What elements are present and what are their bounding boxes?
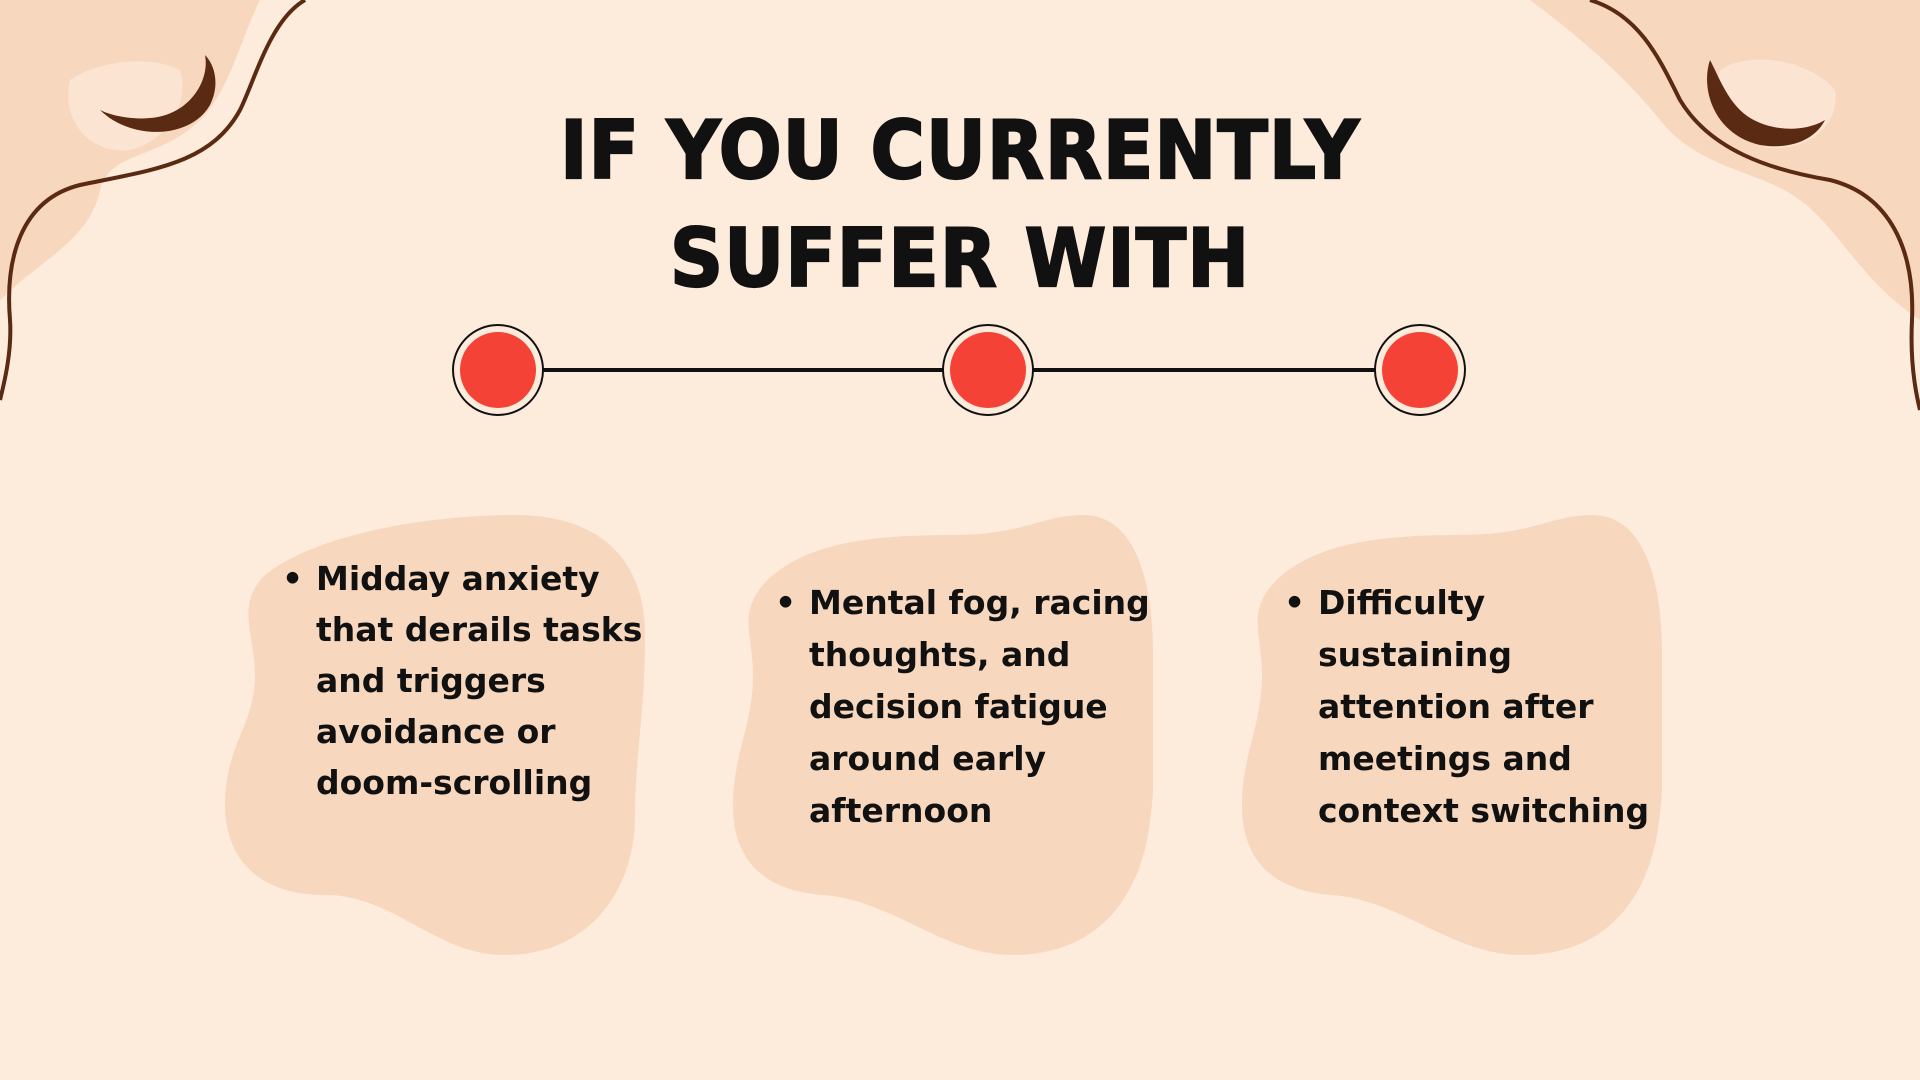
symptom-list-1: Midday anxiety that derails tasks and tr… — [280, 553, 646, 808]
top-right-swirl-line — [1589, 0, 1920, 411]
top-left-crescent — [100, 55, 216, 132]
symptom-list-3: Difficulty sustaining attention after me… — [1282, 577, 1663, 837]
list-item: Midday anxiety that derails tasks and tr… — [282, 553, 646, 808]
symptom-card-2: Mental fog, racing thoughts, and decisio… — [733, 515, 1153, 955]
title-line-2: SUFFER WITH — [669, 211, 1251, 306]
title-line-1: IF YOU CURRENTLY — [559, 103, 1361, 198]
page-title: IF YOU CURRENTLY SUFFER WITH — [460, 97, 1460, 313]
top-right-blob — [1530, 0, 1920, 320]
symptom-list-2: Mental fog, racing thoughts, and decisio… — [773, 577, 1154, 837]
top-left-swirl-line — [0, 0, 307, 401]
top-right-crescent — [1707, 60, 1825, 147]
symptom-card-3: Difficulty sustaining attention after me… — [1242, 515, 1662, 955]
list-item: Difficulty sustaining attention after me… — [1284, 577, 1663, 837]
list-item: Mental fog, racing thoughts, and decisio… — [775, 577, 1154, 837]
symptom-card-1: Midday anxiety that derails tasks and tr… — [225, 515, 645, 955]
